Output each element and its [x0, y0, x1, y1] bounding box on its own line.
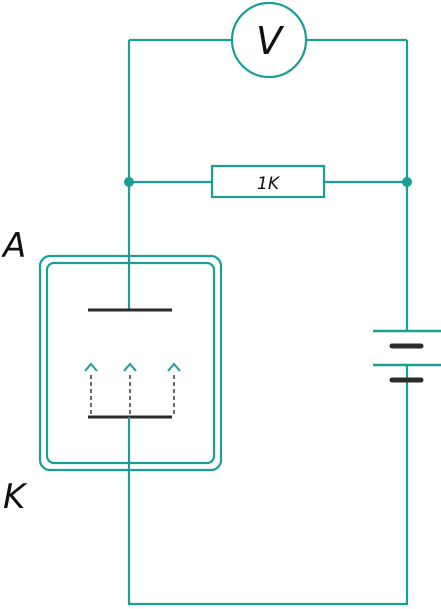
resistor: 1K [210, 164, 326, 199]
tube-inner-wall [45, 261, 216, 465]
resistor-body [210, 164, 326, 199]
electron-arrow [123, 362, 137, 414]
bottom-wire [127, 365, 409, 606]
junction-left [124, 177, 134, 187]
anode-label: A [1, 226, 26, 266]
voltmeter-label: V [256, 19, 285, 63]
arrow-up-icon [123, 362, 137, 372]
arrow-up-icon [167, 362, 181, 372]
voltmeter-circle [230, 1, 308, 79]
vacuum-tube [38, 254, 223, 472]
tube-outer-wall [38, 254, 223, 472]
junction-right [402, 177, 412, 187]
cathode-label: K [3, 477, 28, 517]
arrow-up-icon [84, 362, 98, 372]
battery [373, 329, 441, 383]
electron-arrow [84, 362, 98, 414]
resistor-label: 1K [257, 174, 281, 194]
electron-arrow [167, 362, 181, 414]
electron-flow [84, 362, 181, 414]
voltmeter: V [230, 1, 308, 79]
